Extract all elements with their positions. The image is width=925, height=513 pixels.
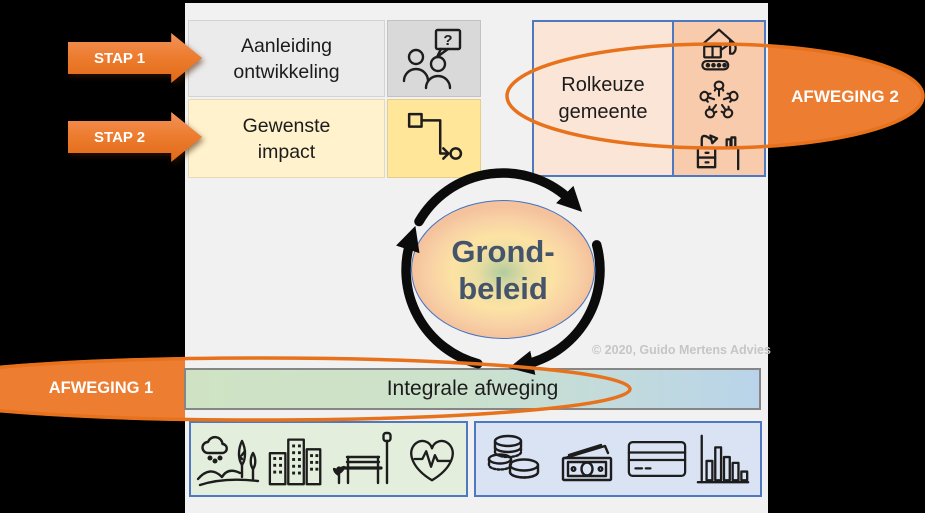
box-gewenste-label: Gewenste impact [242, 114, 331, 163]
stap-1-label: STAP 1 [94, 49, 146, 67]
grondbeleid-line2: beleid [458, 270, 548, 306]
bench-lamp-icon [333, 431, 392, 485]
svg-text:?: ? [443, 32, 452, 49]
bar-chart-icon [697, 434, 750, 484]
heart-ecg-icon [409, 439, 454, 482]
integrale-afweging-label: Integrale afweging [386, 377, 559, 400]
societal-factors-box [189, 421, 468, 497]
box-rolkeuze-gemeente: Rolkeuze gemeente [532, 20, 766, 177]
city-icon [268, 438, 322, 486]
flow-icon [407, 112, 463, 160]
stap-2-arrow: STAP 2 [68, 112, 202, 162]
coins-icon [487, 434, 539, 479]
box-gewenste-icon-cell [387, 99, 481, 178]
box-aanleiding-label: Aanleiding ontwikkeling [233, 34, 340, 83]
excavator-icon [701, 28, 737, 71]
desk-icon [692, 134, 746, 171]
stap-1-arrow: STAP 1 [68, 33, 202, 83]
hands-together-icon [699, 80, 739, 118]
stap-2-label: STAP 2 [94, 128, 146, 146]
grondbeleid-ellipse: Grond- beleid [411, 200, 595, 339]
nature-icon [197, 435, 260, 487]
integrale-afweging-bar: Integrale afweging [184, 368, 761, 410]
afweging-2-label: AFWEGING 2 [791, 87, 899, 106]
box-rolkeuze-icon-cell [672, 22, 764, 175]
people-question-icon: ? [402, 28, 462, 89]
box-rolkeuze-label: Rolkeuze gemeente [534, 22, 672, 175]
copyright-text: © 2020, Guido Mertens Advies [592, 343, 771, 357]
financial-factors-box [474, 421, 762, 497]
grondbeleid-line1: Grond- [451, 233, 555, 269]
box-aanleiding-icon-cell: ? [387, 20, 481, 97]
banknotes-icon [561, 443, 613, 482]
afweging-1-label: AFWEGING 1 [48, 379, 154, 397]
box-aanleiding-ontwikkeling: Aanleiding ontwikkeling [188, 20, 385, 97]
box-gewenste-impact: Gewenste impact [188, 99, 385, 178]
credit-card-icon [627, 441, 687, 477]
